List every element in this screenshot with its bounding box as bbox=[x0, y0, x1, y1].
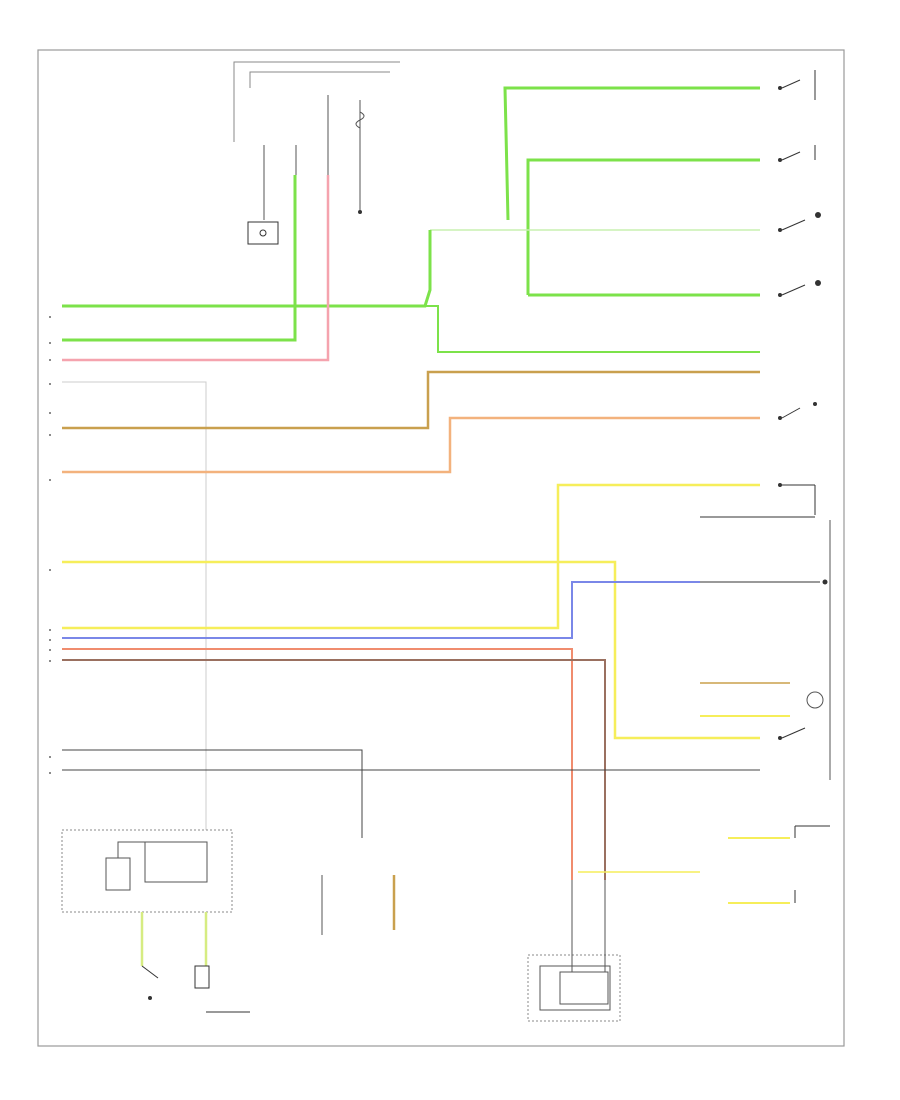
ground-top-coil bbox=[355, 111, 365, 129]
wire-w2 bbox=[62, 175, 297, 342]
relay-wire bbox=[117, 841, 145, 858]
control-module-inner-box bbox=[144, 841, 208, 883]
wire-w4 bbox=[62, 370, 760, 430]
control-module bbox=[61, 829, 250, 1013]
wire-green-lf bbox=[526, 158, 760, 295]
indicator-lamp bbox=[806, 691, 824, 709]
bottom-module-inner-box bbox=[539, 965, 611, 1011]
switch-rf bbox=[778, 70, 816, 100]
left-pin-markers bbox=[49, 316, 51, 774]
bottom-module bbox=[527, 880, 621, 1022]
bottom-module-box bbox=[527, 954, 621, 1022]
top-module-group bbox=[233, 61, 400, 245]
right-components bbox=[578, 402, 831, 904]
wire-w1 bbox=[62, 230, 432, 308]
ignition-switch-contact bbox=[259, 229, 267, 237]
sw-left-ground bbox=[148, 996, 152, 1000]
wire-w5 bbox=[62, 416, 760, 474]
wire-w1-branch bbox=[425, 305, 760, 353]
switch-lf bbox=[778, 145, 816, 162]
control-module-box bbox=[61, 829, 233, 913]
bottom-module-core bbox=[559, 971, 609, 1005]
wire-w11 bbox=[62, 749, 363, 838]
wire-w3 bbox=[62, 175, 330, 362]
ignition-switch-body bbox=[247, 221, 279, 245]
top-module-inner bbox=[249, 71, 390, 88]
wire-gray-thin bbox=[62, 381, 207, 830]
bottom-junctions bbox=[321, 875, 396, 935]
top-module-outline bbox=[233, 61, 400, 142]
door-switches bbox=[430, 70, 821, 297]
switch-rr bbox=[778, 212, 821, 232]
sw-left-contact bbox=[141, 965, 159, 979]
switch-brake-a bbox=[794, 825, 830, 838]
ground-top-dot bbox=[358, 210, 362, 214]
speaker-dot bbox=[822, 579, 828, 585]
wire-w9 bbox=[62, 648, 573, 880]
wire-w10 bbox=[62, 659, 606, 880]
switch-lr bbox=[778, 280, 821, 297]
switch-fuel bbox=[778, 402, 817, 420]
switch-temp bbox=[778, 483, 816, 515]
left-wires bbox=[49, 175, 760, 880]
wire-w8 bbox=[62, 581, 700, 639]
sw-mid-contact bbox=[194, 965, 210, 989]
diagram-frame bbox=[37, 49, 845, 1047]
control-module-relay bbox=[105, 857, 131, 891]
wire-w7 bbox=[62, 483, 760, 630]
wire-green-rf bbox=[503, 86, 760, 221]
switch-seatbelt bbox=[778, 727, 806, 740]
wire-w6 bbox=[62, 560, 760, 740]
